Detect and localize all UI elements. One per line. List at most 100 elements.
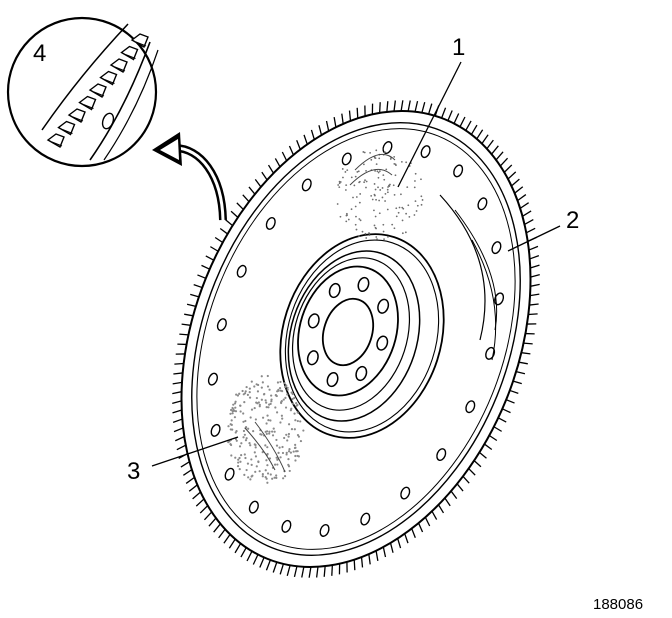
stipple-dot [235, 439, 238, 442]
stipple-dot [266, 446, 269, 449]
stipple-dot [280, 401, 283, 405]
stipple-dot [268, 403, 271, 406]
stipple-dot [280, 399, 283, 403]
stipple-dot [281, 451, 285, 455]
stipple-dot [401, 206, 404, 209]
stipple-dot [392, 184, 395, 187]
stipple-dot [271, 477, 274, 480]
gear-tooth [180, 461, 190, 468]
stipple-dot [261, 381, 264, 384]
stipple-dot [336, 203, 339, 205]
rim-hole [248, 500, 259, 514]
crank-bolt-hole [326, 371, 339, 388]
stipple-dot [338, 180, 341, 183]
stipple-dot [347, 218, 350, 221]
stipple-dot [252, 430, 255, 433]
detail-tooth [46, 133, 65, 149]
gear-tooth [259, 557, 265, 568]
detail-tooth-line [62, 129, 73, 134]
stipple-dot [296, 454, 299, 458]
gear-tooth [509, 389, 519, 394]
rim-hole [360, 512, 371, 526]
gear-tooth [182, 469, 193, 476]
gear-tooth [530, 283, 540, 287]
stipple-dot [268, 432, 271, 435]
stipple-dot [420, 195, 423, 198]
stipple-dot [269, 473, 272, 476]
stipple-dot [358, 201, 361, 204]
stipple-dot [385, 168, 388, 171]
stipple-dot [244, 456, 247, 460]
stipple-dot [245, 437, 248, 440]
stipple-dot [381, 187, 384, 189]
stipple-dot [377, 171, 380, 174]
stipple-dot [386, 188, 389, 191]
crank-bolt-hole [355, 365, 368, 382]
rim-hole [224, 467, 235, 481]
flywheel-hub [321, 297, 375, 367]
gear-tooth [484, 443, 493, 450]
stipple-dot [244, 419, 247, 423]
stipple-dot [370, 158, 373, 161]
gear-tooth [279, 563, 285, 575]
stipple-dot [295, 402, 298, 405]
stipple-dot [382, 230, 385, 233]
stipple-dot [248, 387, 251, 390]
stipple-dot [238, 392, 241, 395]
stipple-dot [234, 431, 237, 434]
marking-area-3 [227, 374, 305, 484]
stipple-dot [344, 189, 347, 191]
stipple-dot [274, 394, 278, 397]
stipple-dot [254, 418, 257, 421]
stipple-dot [256, 390, 260, 393]
stipple-dot [229, 423, 232, 426]
stipple-dot [275, 474, 278, 477]
gear-tooth [281, 151, 288, 162]
stipple-dot [270, 398, 273, 401]
stipple-dot [287, 463, 290, 466]
stipple-dot [337, 184, 340, 186]
gear-tooth [210, 246, 219, 252]
gear-tooth [459, 116, 466, 128]
gear-tooth [353, 559, 356, 571]
stipple-dot [265, 401, 268, 404]
stipple-dot [408, 215, 411, 218]
stipple-dot [270, 394, 273, 397]
stipple-dot [264, 469, 267, 472]
stipple-dot [233, 409, 236, 412]
stipple-dot [394, 174, 397, 177]
stipple-dot [346, 214, 348, 217]
gear-tooth [488, 434, 498, 442]
stipple-dot [253, 385, 256, 388]
stipple-dot [242, 436, 245, 439]
stipple-dot [258, 403, 261, 406]
stipple-dot [261, 416, 265, 419]
stipple-dot [247, 476, 250, 479]
stipple-dot [384, 200, 386, 202]
gear-tooth [512, 380, 522, 385]
stipple-dot [270, 400, 273, 403]
stipple-dot [293, 396, 296, 400]
stipple-dot [279, 389, 282, 392]
stipple-dot [389, 158, 392, 160]
stipple-dot [285, 384, 288, 387]
stipple-dot [378, 170, 381, 173]
gear-tooth [375, 550, 379, 561]
gear-tooth [530, 274, 540, 278]
stipple-dot [352, 196, 354, 199]
gear-tooth [318, 125, 323, 136]
stipple-dot [279, 380, 282, 384]
stipple-dot [229, 428, 232, 431]
gear-tooth [323, 566, 326, 577]
stipple-dot [375, 198, 377, 201]
gear-tooth [456, 483, 464, 492]
gear-tooth [173, 427, 184, 433]
gear-tooth [530, 264, 540, 269]
rim-hole [420, 145, 431, 159]
gear-tooth [447, 110, 453, 121]
stipple-dot [242, 429, 246, 433]
stipple-dot [414, 200, 417, 203]
detail-tooth-line [93, 91, 105, 97]
gear-tooth [267, 164, 275, 174]
detail-magnifier [6, 16, 159, 168]
